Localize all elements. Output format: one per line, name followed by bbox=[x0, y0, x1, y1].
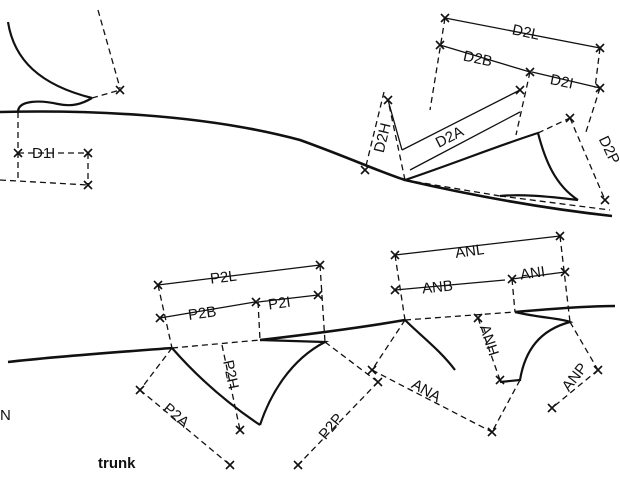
label-p2l: P2L bbox=[209, 268, 238, 288]
label-p2p: P2P bbox=[316, 410, 347, 443]
label-d2a: D2A bbox=[433, 123, 467, 151]
d1i-ticks bbox=[13, 85, 125, 190]
label-anl: ANL bbox=[454, 241, 485, 262]
d2-height-ticks bbox=[360, 85, 610, 205]
an-height-ticks bbox=[367, 313, 603, 437]
label-p2a: P2A bbox=[160, 400, 193, 431]
label-trunk: trunk bbox=[98, 455, 136, 472]
label-p2b: P2B bbox=[187, 303, 217, 324]
label-p2h: P2H bbox=[219, 359, 242, 391]
label-d2l: D2L bbox=[511, 21, 541, 43]
label-d2h: D2H bbox=[371, 121, 395, 154]
second-ventral-fin bbox=[171, 338, 330, 426]
p2-length-ticks bbox=[153, 260, 325, 323]
label-d2b: D2B bbox=[462, 48, 494, 71]
label-p2i: P2I bbox=[267, 294, 292, 314]
second-dorsal-fin bbox=[404, 131, 579, 202]
dorsal-fins-figure: D2L D2B D2I D2H D2A D2P D1I bbox=[0, 9, 620, 218]
label-ani: ANI bbox=[519, 263, 546, 283]
ventral-fins-figure: P2L P2B P2I P2H P2A P2P ANL ANB ANI ANH … bbox=[0, 231, 616, 472]
label-anp: ANP bbox=[559, 360, 591, 395]
label-d2p: D2P bbox=[595, 133, 620, 167]
d2-length-ticks bbox=[435, 13, 605, 93]
label-d1i: D1I bbox=[32, 145, 55, 162]
dorsal-body-outline bbox=[0, 110, 613, 218]
p2-height-ticks bbox=[135, 377, 383, 470]
label-anb: ANB bbox=[421, 277, 453, 297]
edge-letter: N bbox=[0, 407, 11, 424]
ventral-body-outline bbox=[7, 304, 616, 364]
anal-fin bbox=[404, 310, 574, 384]
first-dorsal-fin bbox=[6, 21, 93, 113]
label-d2i: D2I bbox=[549, 71, 575, 92]
an-length-ticks bbox=[390, 231, 570, 295]
label-anh: ANH bbox=[476, 323, 502, 358]
label-ana: ANA bbox=[409, 376, 444, 406]
